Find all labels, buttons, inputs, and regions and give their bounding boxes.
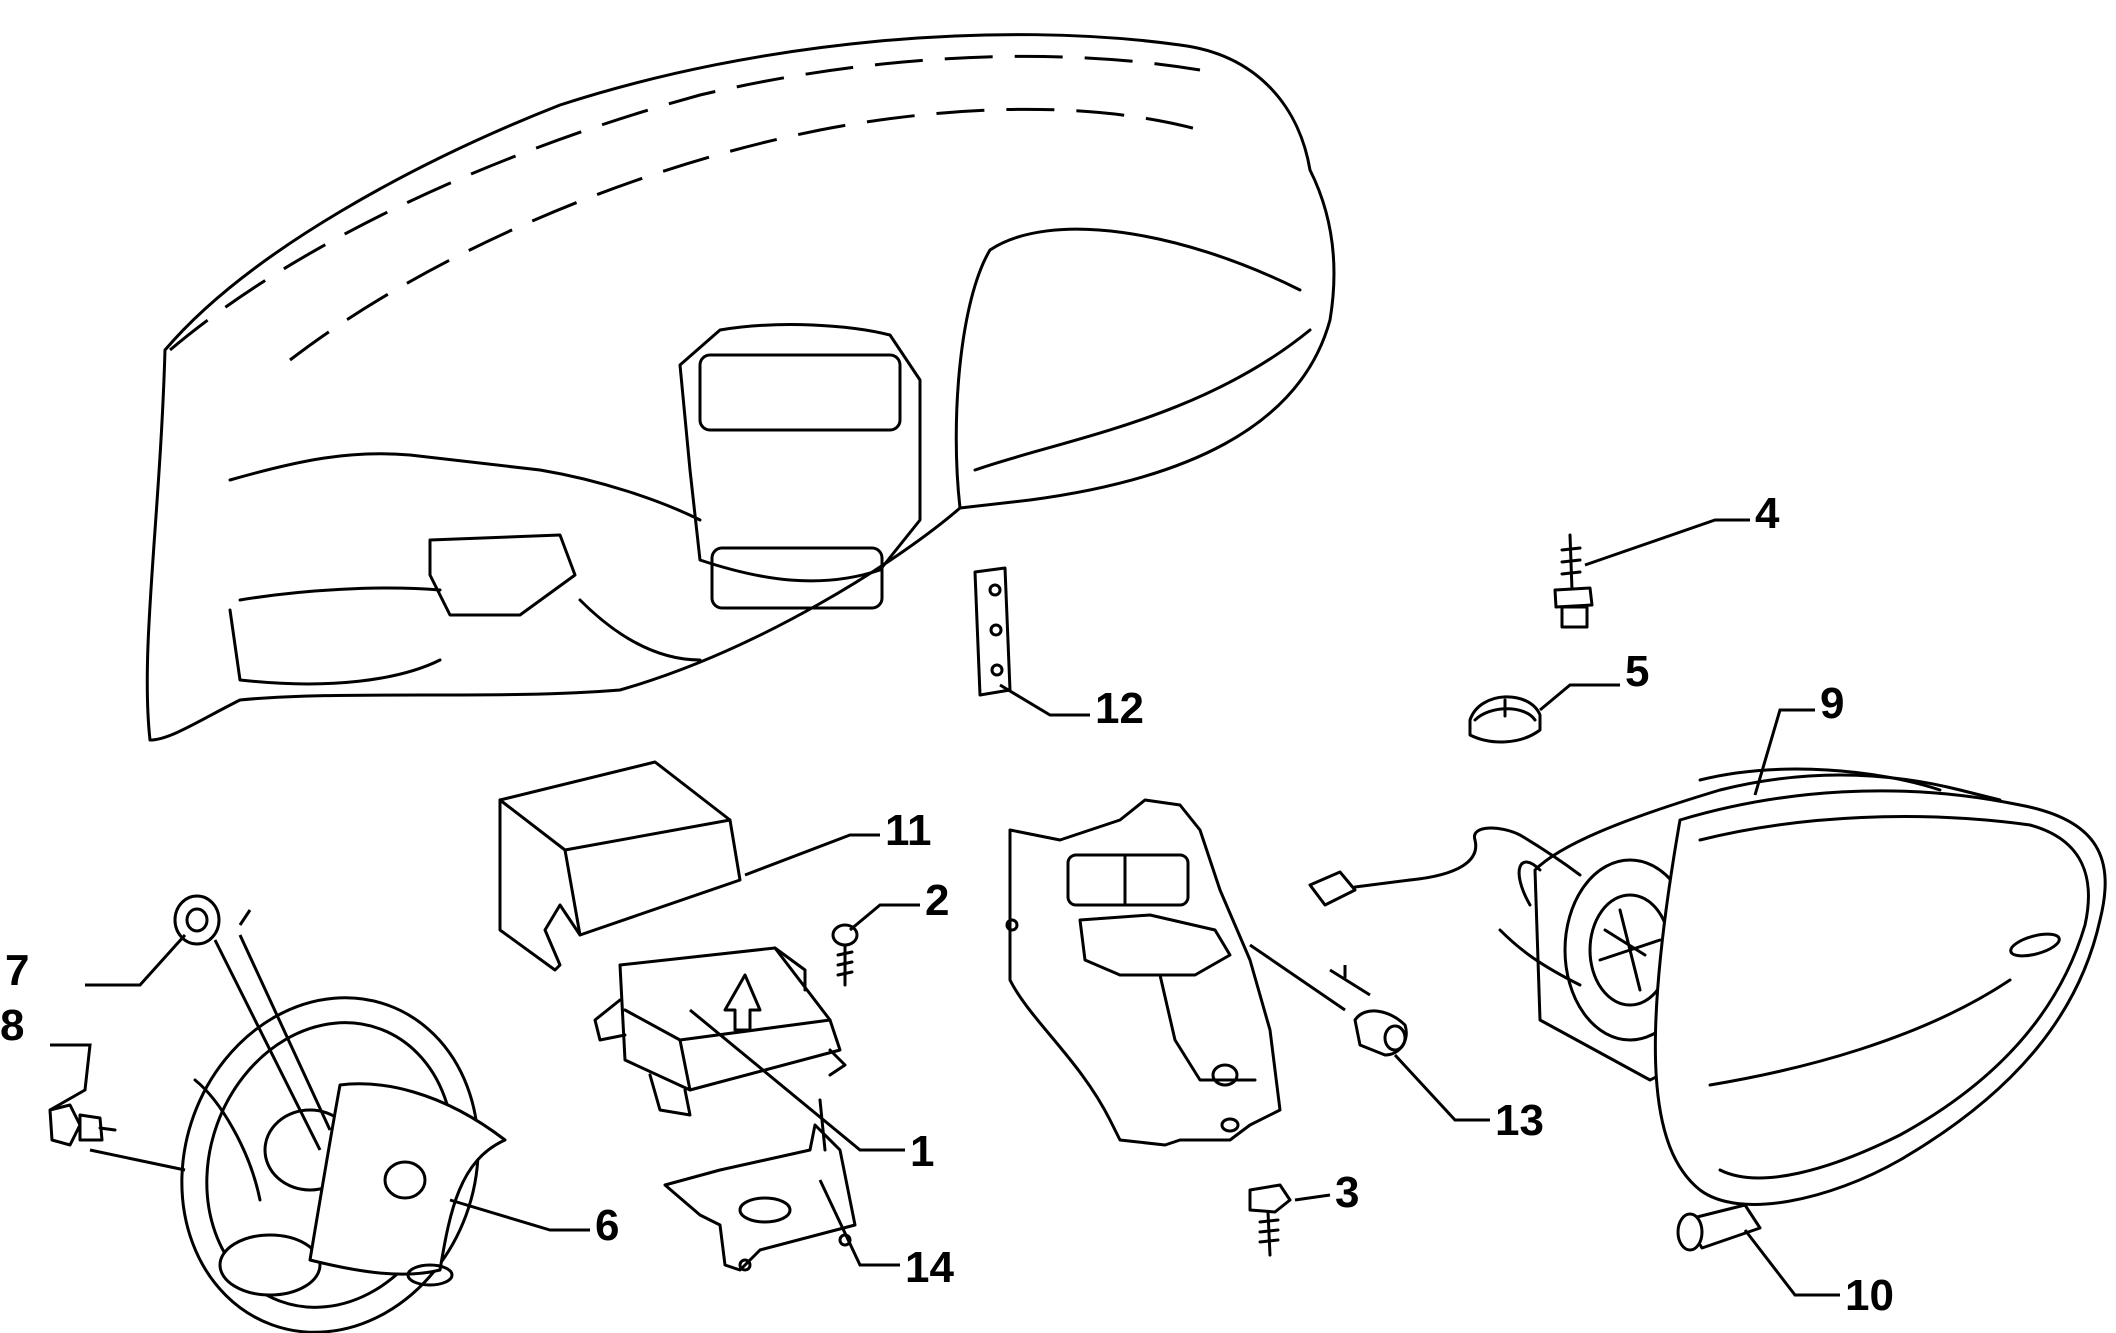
- screw-part-3: [1248, 1183, 1292, 1257]
- screw-part-2: [831, 923, 859, 987]
- leader-lines: [49, 518, 1840, 1297]
- airbag-control-unit-cover-part-11: [498, 760, 742, 972]
- bracket-strip-part-12: [973, 566, 1012, 697]
- airbag-control-unit-part-1: [593, 946, 847, 1117]
- bolt-part-4: [1553, 533, 1594, 629]
- callout-4: 4: [1755, 489, 1780, 538]
- callout-10: 10: [1845, 1271, 1894, 1320]
- callout-14: 14: [905, 1243, 954, 1292]
- sleeve-part-10: [1676, 1203, 1762, 1252]
- bolt-part-8: [48, 1103, 117, 1147]
- callout-12: 12: [1095, 684, 1144, 733]
- callout-9: 9: [1820, 679, 1844, 728]
- callout-3: 3: [1335, 1168, 1359, 1217]
- callout-6: 6: [595, 1201, 619, 1250]
- passenger-airbag-part-9: [1308, 767, 2107, 1206]
- callout-13: 13: [1495, 1096, 1544, 1145]
- steering-wheel-airbag-part-6: [180, 996, 507, 1333]
- nut-part-7: [173, 894, 221, 946]
- mounting-plate-part-14: [663, 1098, 857, 1272]
- clip-part-13: [1353, 1009, 1408, 1057]
- callout-1: 1: [910, 1127, 934, 1176]
- callout-8: 8: [0, 1001, 24, 1050]
- centre-console-drawing: [1005, 798, 1282, 1147]
- callout-7: 7: [5, 946, 29, 995]
- callout-labels: 1 2 3 4 5 6 7 8 9 10 11 12 13 14: [0, 489, 1894, 1320]
- cap-part-5: [1468, 695, 1542, 744]
- dashboard-drawing: [145, 33, 1336, 742]
- callout-11: 11: [885, 806, 932, 855]
- callout-5: 5: [1625, 647, 1649, 696]
- callout-2: 2: [925, 876, 949, 925]
